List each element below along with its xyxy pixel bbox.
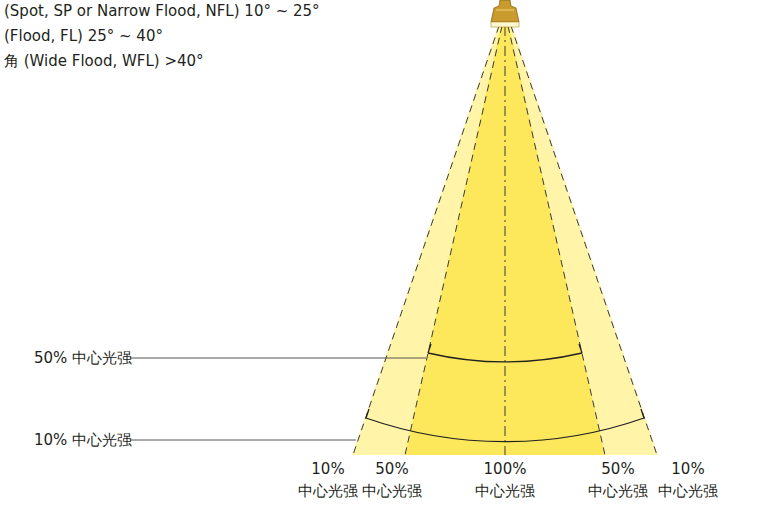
intensity-label: 50% 中心光强 [358, 459, 426, 503]
arc-10 [366, 418, 644, 442]
beam-type-note: (Flood, FL) 25° ~ 40° [4, 27, 163, 46]
beam-type-note: 角 (Wide Flood, WFL) >40° [4, 52, 204, 71]
outer-beam [352, 26, 658, 455]
arc-label: 10% 中心光强 [34, 431, 132, 450]
leader-10 [130, 440, 356, 441]
edge-50-left [405, 26, 502, 455]
arc-label: 50% 中心光强 [34, 349, 132, 368]
center-axis [505, 26, 506, 455]
arc-50-ticks [428, 344, 582, 353]
intensity-label: 50% 中心光强 [584, 459, 652, 503]
arc-10-ticks [366, 409, 644, 418]
edge-50-right [508, 26, 605, 455]
intensity-label: 10% 中心光强 [294, 459, 362, 503]
arc-50 [428, 353, 582, 362]
intensity-label: 100% 中心光强 [471, 459, 539, 503]
intensity-label: 10% 中心光强 [654, 459, 722, 503]
inner-beam [405, 26, 605, 455]
edge-10-left [353, 26, 499, 455]
leader-50 [130, 358, 426, 359]
beam-type-note: (Spot, SP or Narrow Flood, NFL) 10° ~ 25… [4, 2, 320, 21]
lamp [491, 0, 519, 27]
edge-10-right [511, 26, 657, 455]
